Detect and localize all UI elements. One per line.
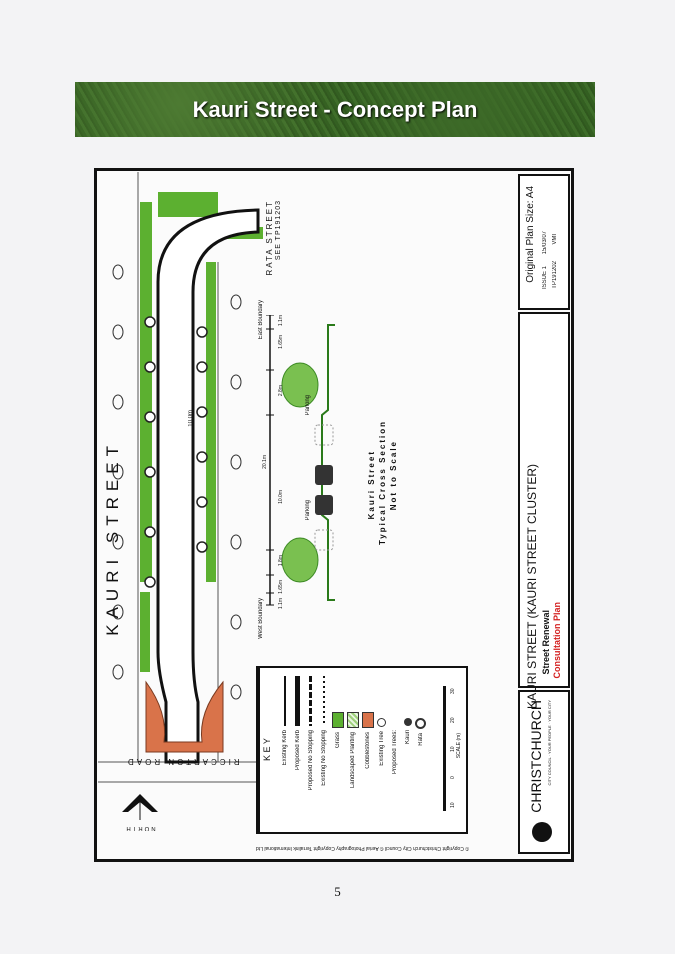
title-banner: Kauri Street - Concept Plan <box>75 82 595 137</box>
carriageway <box>156 208 260 764</box>
dimension-1: 1.1m <box>278 315 284 327</box>
overall-width: 20.1m <box>262 455 268 469</box>
scale-bar <box>443 686 446 811</box>
section-scale-note: Not to Scale <box>389 440 398 511</box>
key-title: K E Y <box>258 668 274 832</box>
dimension-2: 1.65m <box>278 335 284 349</box>
council-name: CHRISTCHURCH <box>528 700 544 813</box>
project-title-box: KAURI STREET (KAURI STREET CLUSTER) Stre… <box>518 312 570 709</box>
dimension-4: 10.0m <box>278 490 284 504</box>
north-arrow: NORTH <box>120 790 160 831</box>
existing-tree-icon <box>377 718 386 727</box>
street-map <box>98 172 263 783</box>
dimension-6: 1.65m <box>278 580 284 594</box>
cobblestone-paving <box>145 680 224 753</box>
section-title: Kauri Street <box>367 450 376 520</box>
council-logo-box: CHRISTCHURCH CITY COUNCIL · YOUR PEOPLE … <box>518 690 570 854</box>
dimension-3: 2.8m <box>278 385 284 397</box>
street-label-rata: RATA STREET <box>265 200 274 276</box>
grass-icon <box>331 712 344 728</box>
parking-label: Parking <box>305 395 311 416</box>
plan-status: Consultation Plan <box>552 602 562 679</box>
copyright-notice: © Copyright Christchurch City Council © … <box>256 845 469 851</box>
proposed-no-stopping-icon <box>309 676 312 726</box>
council-logo-icon <box>532 822 552 842</box>
issue: ISSUE 1 <box>542 266 548 290</box>
carriageway-width: 10.0m <box>188 410 194 427</box>
dimension-5: 1.8m <box>278 555 284 567</box>
cross-section-drawing <box>266 315 335 606</box>
rata-reference: SEE TP191203 <box>275 200 282 261</box>
cobblestones-icon <box>361 712 374 728</box>
landscaped-planting-icon <box>346 712 359 728</box>
street-label-kauri: KAURI STREET <box>103 440 122 636</box>
section-subtitle: Typical Cross Section <box>378 420 387 545</box>
page-title: Kauri Street - Concept Plan <box>192 96 478 122</box>
north-arrow-icon <box>122 794 158 820</box>
author: VMI <box>552 234 558 245</box>
page-number: 5 <box>334 884 341 899</box>
key-box: K E Y Existing Kerb Proposed Kerb Propos… <box>256 666 468 834</box>
plan-info-box: Original Plan Size: A4 ISSUE 1 15/03/07 … <box>518 174 570 310</box>
scale-label: SCALE (m) <box>456 733 462 759</box>
kauri-tree-icon <box>403 718 412 726</box>
street-trees <box>281 362 319 583</box>
road-label-riccarton: RICCARTON ROAD <box>125 757 240 766</box>
rata-tree-icon <box>415 718 426 729</box>
key-items: Existing Kerb Proposed Kerb Proposed No … <box>280 676 426 790</box>
council-tagline: CITY COUNCIL · YOUR PEOPLE · YOUR CITY <box>547 700 552 786</box>
plan-size: Original Plan Size: A4 <box>525 186 536 283</box>
existing-no-stopping-icon <box>322 676 325 726</box>
existing-kerb-icon <box>283 676 286 726</box>
dimension-7: 1.1m <box>278 598 284 610</box>
proposed-kerb-icon <box>295 676 300 726</box>
issue-date: 15/03/07 <box>542 231 548 255</box>
project-title: KAURI STREET (KAURI STREET CLUSTER) <box>525 464 539 709</box>
kauri-trees <box>144 316 208 588</box>
project-subtitle: Street Renewal <box>541 610 551 675</box>
vehicles <box>315 465 333 515</box>
property-markers <box>112 264 242 700</box>
parking-label: Parking <box>305 500 311 521</box>
plan-number: TP191202 <box>552 261 558 289</box>
